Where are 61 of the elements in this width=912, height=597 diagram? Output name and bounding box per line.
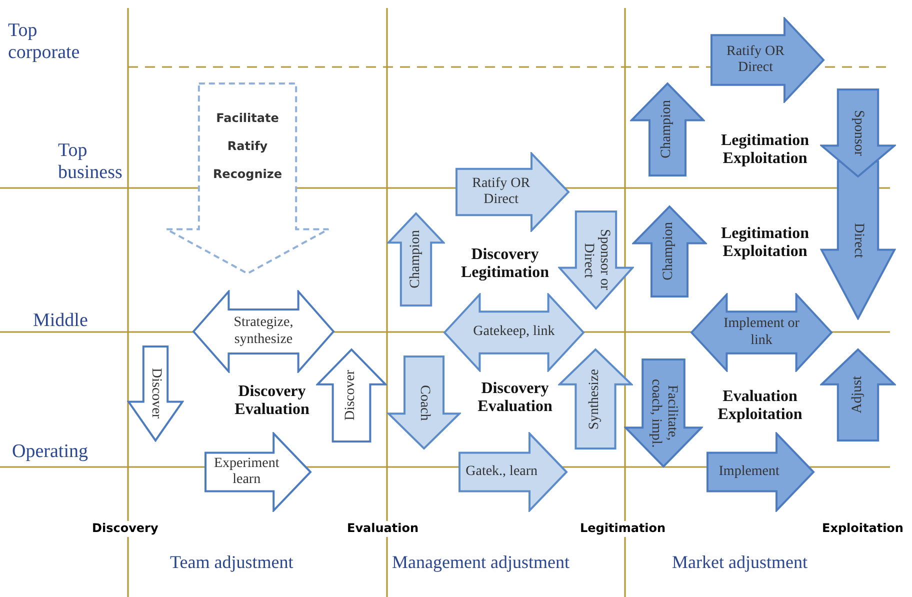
arrow-shaped-box — [632, 205, 707, 298]
arrow-shaped-box — [630, 82, 705, 177]
axis-label: Discovery — [90, 521, 160, 537]
arrow-label: Discover — [148, 368, 164, 419]
arrow-label: Implement or link — [722, 316, 800, 349]
axis-label: Legitimation — [578, 521, 668, 537]
arrow-label: Gatekeep, link — [473, 324, 555, 341]
arrow-shaped-box — [455, 152, 570, 232]
arrow-label: Facilitate, coach, impl. — [647, 378, 680, 450]
arrow-label: Coach — [416, 384, 432, 420]
arrow-label: Champion — [661, 222, 678, 281]
arrow-label: Recognize — [212, 168, 282, 182]
cell-text: Discovery Legitimation — [460, 246, 550, 283]
arrow-label: Champion — [659, 100, 676, 159]
arrow-shaped-box — [316, 348, 387, 443]
column-label: Market adjustment — [672, 552, 808, 573]
arrow-label: Discover — [343, 370, 360, 421]
arrow-shaped-box — [624, 358, 703, 468]
cell-text: Evaluation Exploitation — [716, 388, 804, 425]
arrow-shaped-box — [706, 432, 815, 512]
arrow-label: Gatek., learn — [466, 464, 538, 480]
arrow-shaped-box — [204, 432, 312, 512]
arrow-shaped-box — [387, 212, 445, 307]
arrow-shaped-box — [127, 345, 184, 442]
arrow-label: Sponsor or Direct — [580, 228, 612, 293]
arrow-label: Direct — [850, 222, 866, 258]
double-arrow-shaped-box — [690, 293, 833, 372]
arrow-label: Implement — [718, 464, 780, 480]
row-label: Top business — [58, 140, 124, 184]
row-label: Top corporate — [8, 20, 81, 64]
arrow-shaped-box — [820, 160, 896, 320]
arrow-shaped-box — [710, 17, 825, 103]
arrow-label: Adjust — [850, 376, 866, 414]
row-label: Operating — [12, 441, 88, 463]
arrow-label: Ratify OR Direct — [471, 176, 532, 208]
arrow-label: Sponsor — [850, 110, 866, 156]
arrow-shaped-box — [820, 348, 896, 442]
arrow-shaped-box — [387, 355, 461, 450]
arrow-label: Ratify — [227, 140, 268, 154]
cell-text: Legitimation Exploitation — [720, 225, 810, 262]
arrow-label: Synthesize — [587, 368, 604, 430]
column-label: Management adjustment — [392, 552, 570, 573]
arrow-shaped-box — [820, 88, 896, 178]
arrow-shaped-box — [458, 432, 568, 512]
axis-label: Exploitation — [820, 521, 906, 537]
cell-text: Discovery Evaluation — [476, 380, 554, 417]
double-arrow-shaped-box — [443, 293, 585, 372]
arrow-label: Champion — [408, 230, 424, 289]
arrow-shaped-box — [558, 348, 633, 450]
cell-text: Discovery Evaluation — [234, 383, 310, 420]
axis-label: Evaluation — [345, 521, 421, 537]
arrow-label: Ratify OR Direct — [726, 44, 786, 76]
row-label: Middle — [33, 310, 88, 332]
arrow-shaped-box — [558, 210, 634, 310]
arrow-shaped-box — [165, 82, 330, 275]
cell-text: Legitimation Exploitation — [720, 132, 810, 169]
arrow-label: Strategize, synthesize — [232, 315, 294, 348]
column-label: Team adjustment — [170, 552, 294, 573]
double-arrow-shaped-box — [192, 290, 335, 373]
arrow-label: Facilitate — [216, 112, 279, 126]
arrow-label: Experiment learn — [212, 456, 280, 488]
